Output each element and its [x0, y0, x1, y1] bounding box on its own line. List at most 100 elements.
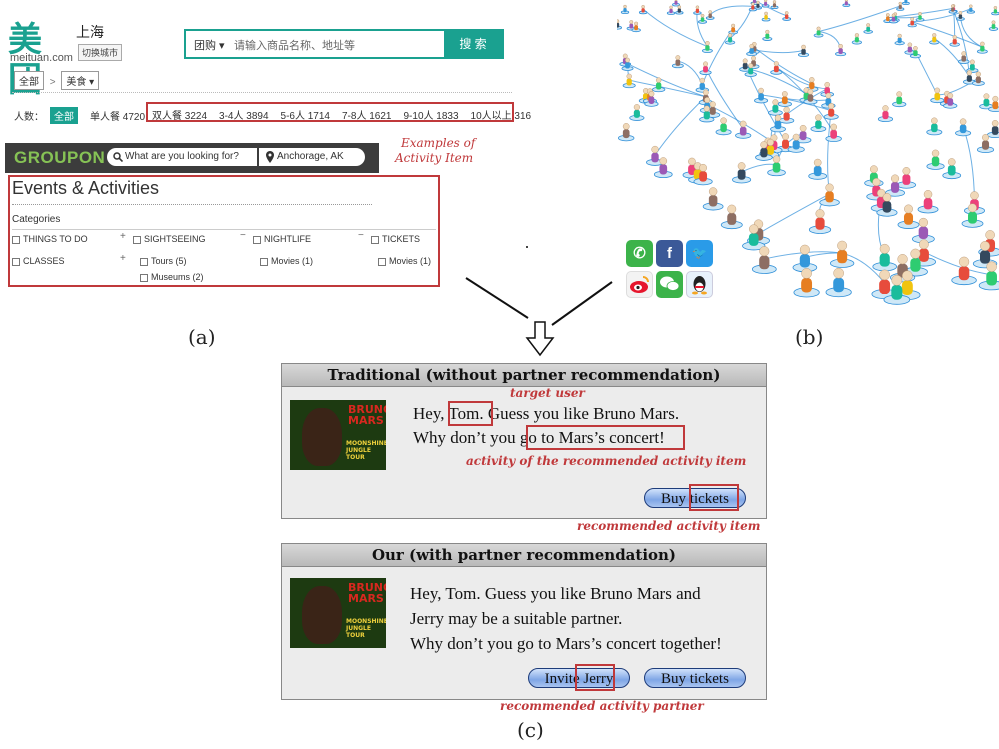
crumb-food[interactable]: 美食 ▾: [61, 71, 100, 90]
collapse-icon[interactable]: −: [240, 230, 246, 241]
network-person: [797, 44, 810, 58]
category-label: NIGHTLIFE: [264, 234, 312, 244]
meituan-search-bar: 团购 ▾ 请输入商品名称、地址等 搜 索: [184, 29, 504, 59]
people-option[interactable]: 9-10人 1833: [403, 111, 459, 122]
network-person: [871, 269, 898, 300]
category-things-to-do[interactable]: THINGS TO DO: [12, 234, 88, 244]
people-option[interactable]: 5-6人 1714: [280, 111, 330, 122]
checkbox[interactable]: [260, 257, 268, 266]
category-sightseeing[interactable]: SIGHTSEEING: [133, 234, 206, 244]
people-options: 双人餐 3224 3-4人 3894 5-6人 1714 7-8人 1621 9-10人…: [152, 107, 531, 122]
network-person: [909, 45, 922, 59]
network-person: [808, 209, 832, 234]
checkbox[interactable]: [371, 235, 379, 244]
category-nightlife[interactable]: NIGHTLIFE: [253, 234, 311, 244]
checkbox[interactable]: [140, 257, 148, 266]
switch-city-button[interactable]: 切换城市: [78, 44, 123, 61]
collapse-icon[interactable]: −: [358, 230, 364, 241]
whatsapp-icon[interactable]: ✆: [626, 240, 653, 267]
people-option[interactable]: 3-4人 3894: [219, 111, 269, 122]
people-all-button[interactable]: 全部: [50, 107, 78, 124]
network-person: [618, 123, 635, 142]
album-subtitle: MOONSHINE JUNGLE TOUR: [346, 618, 386, 639]
album-cover: BRUNO MARS MOONSHINE JUNGLE TOUR: [290, 578, 386, 648]
groupon-location-input[interactable]: Anchorage, AK: [259, 148, 365, 166]
network-link: [761, 94, 832, 112]
buy-tickets-button[interactable]: Buy tickets: [644, 668, 746, 688]
network-person: [872, 243, 897, 272]
people-single[interactable]: 单人餐 4720: [90, 112, 146, 123]
category-item[interactable]: Movies (1): [378, 256, 431, 266]
buy-tickets-button[interactable]: Buy tickets: [644, 488, 746, 508]
connector-line-right: [551, 281, 613, 326]
people-option[interactable]: 双人餐 3224: [152, 111, 208, 122]
checkbox[interactable]: [133, 235, 141, 244]
groupon-search-input[interactable]: What are you looking for?: [107, 148, 257, 166]
people-option[interactable]: 7-8人 1621: [342, 111, 392, 122]
checkbox[interactable]: [12, 257, 20, 266]
expand-icon[interactable]: +: [120, 231, 126, 242]
text: !: [659, 428, 665, 447]
network-person: [715, 117, 732, 136]
network-person: [907, 17, 917, 28]
network-link: [629, 79, 706, 98]
category-label: Movies (1): [271, 256, 314, 266]
activity-item-highlight: [8, 175, 440, 287]
target-user-highlight: [448, 401, 493, 426]
network-person: [644, 91, 659, 107]
social-icons: ✆ f 🐦: [626, 240, 714, 298]
network-person: [987, 120, 999, 139]
network-person: [896, 167, 917, 189]
expand-icon[interactable]: +: [120, 253, 126, 264]
network-person: [948, 4, 957, 14]
target-user-note: target user: [510, 386, 585, 400]
wechat-icon[interactable]: [656, 271, 683, 298]
meituan-breadcrumb: 全部 > 美食 ▾: [14, 71, 100, 90]
network-person: [701, 41, 713, 54]
album-subtitle: MOONSHINE JUNGLE TOUR: [346, 440, 386, 461]
meituan-search-input[interactable]: 请输入商品名称、地址等: [234, 40, 355, 52]
network-person: [813, 26, 824, 38]
network-person: [926, 117, 943, 136]
weibo-icon[interactable]: [626, 271, 653, 298]
examples-note-line: Activity Item: [395, 151, 474, 165]
crumb-separator: >: [49, 77, 56, 88]
checkbox[interactable]: [253, 235, 261, 244]
search-category-dropdown[interactable]: 团购 ▾: [194, 40, 225, 52]
down-arrow-icon: [525, 321, 555, 357]
category-item[interactable]: Movies (1): [260, 256, 313, 266]
network-person: [877, 105, 894, 123]
category-tickets[interactable]: TICKETS: [371, 234, 420, 244]
groupon-logo[interactable]: GROUPON: [14, 148, 106, 167]
category-item[interactable]: Tours (5): [140, 256, 187, 266]
traditional-line1: Hey, Tom. Guess you like Bruno Mars.: [413, 404, 679, 424]
qq-icon[interactable]: [686, 271, 713, 298]
categories-label: Categories: [12, 214, 61, 225]
network-person: [646, 145, 664, 166]
label-c: (c): [517, 718, 544, 742]
facebook-icon[interactable]: f: [656, 240, 683, 267]
divider: [12, 92, 512, 93]
checkbox[interactable]: [140, 273, 148, 282]
checkbox[interactable]: [378, 257, 386, 266]
network-person: [896, 1, 905, 11]
network-person: [976, 41, 988, 54]
network-person: [911, 217, 935, 244]
meituan-search-button[interactable]: 搜 索: [444, 31, 502, 57]
category-classes[interactable]: CLASSES: [12, 256, 65, 266]
network-person: [829, 240, 855, 268]
people-label: 人数：: [14, 112, 44, 123]
twitter-icon[interactable]: 🐦: [686, 240, 713, 267]
network-person: [792, 244, 818, 273]
people-option[interactable]: 10人以上 316: [470, 111, 532, 122]
album-cover: BRUNO MARS MOONSHINE JUNGLE TOUR: [290, 400, 386, 470]
checkbox[interactable]: [12, 235, 20, 244]
crumb-all[interactable]: 全部: [14, 71, 44, 90]
network-person: [699, 105, 715, 123]
network-person: [988, 20, 999, 31]
category-item[interactable]: Museums (2): [140, 272, 204, 282]
invite-jerry-button[interactable]: Invite Jerry: [528, 668, 630, 688]
location-pin-icon: [266, 151, 274, 163]
network-person: [897, 204, 920, 229]
